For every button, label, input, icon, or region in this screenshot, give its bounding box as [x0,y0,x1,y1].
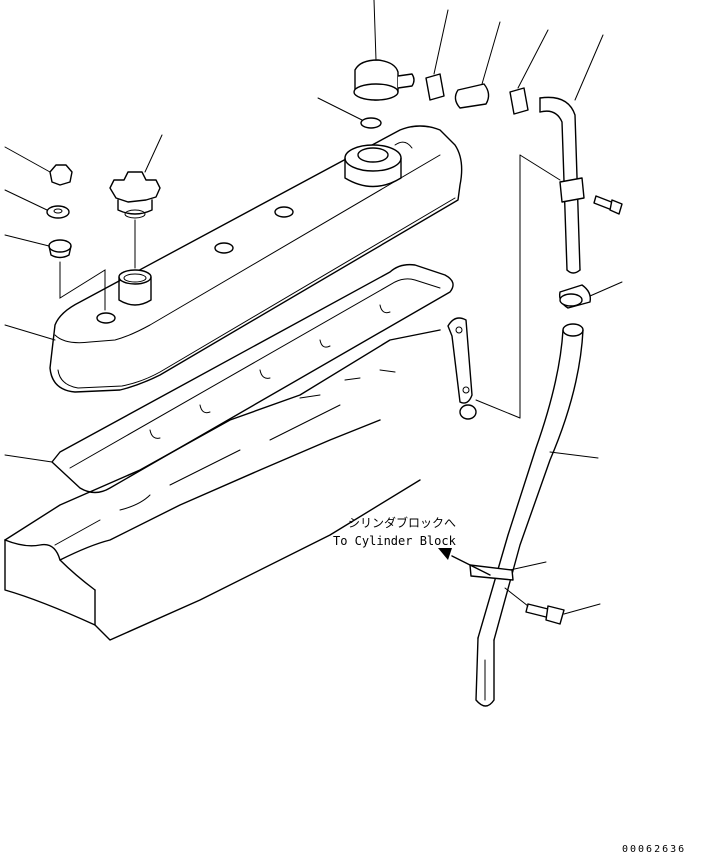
head-cover [4,125,463,393]
breather-hose [454,21,501,109]
direction-arrow [438,548,491,576]
tube-bolt-lower [504,587,601,625]
tube-bolt-upper [593,195,623,215]
drawing-number: 00062636 [622,844,686,855]
grommet [4,234,106,311]
breather-tube-upper [519,34,604,419]
breather-assembly [317,0,415,129]
annotation-japanese: シリンダブロックへ [348,515,456,530]
breather-pipe [475,323,599,707]
hose-clip-1 [425,9,449,101]
pipe-bracket [447,317,521,420]
cover-bolt [4,146,73,186]
hose-clip-2 [509,29,549,115]
pipe-clamp-lower [469,561,547,581]
annotation-english: To Cylinder Block [333,534,457,548]
sealing-washer [4,189,70,219]
cylinder-head [4,329,441,641]
head-cover-gasket [4,263,454,494]
oil-filler-cap [109,134,163,269]
tube-clamp [558,281,623,309]
